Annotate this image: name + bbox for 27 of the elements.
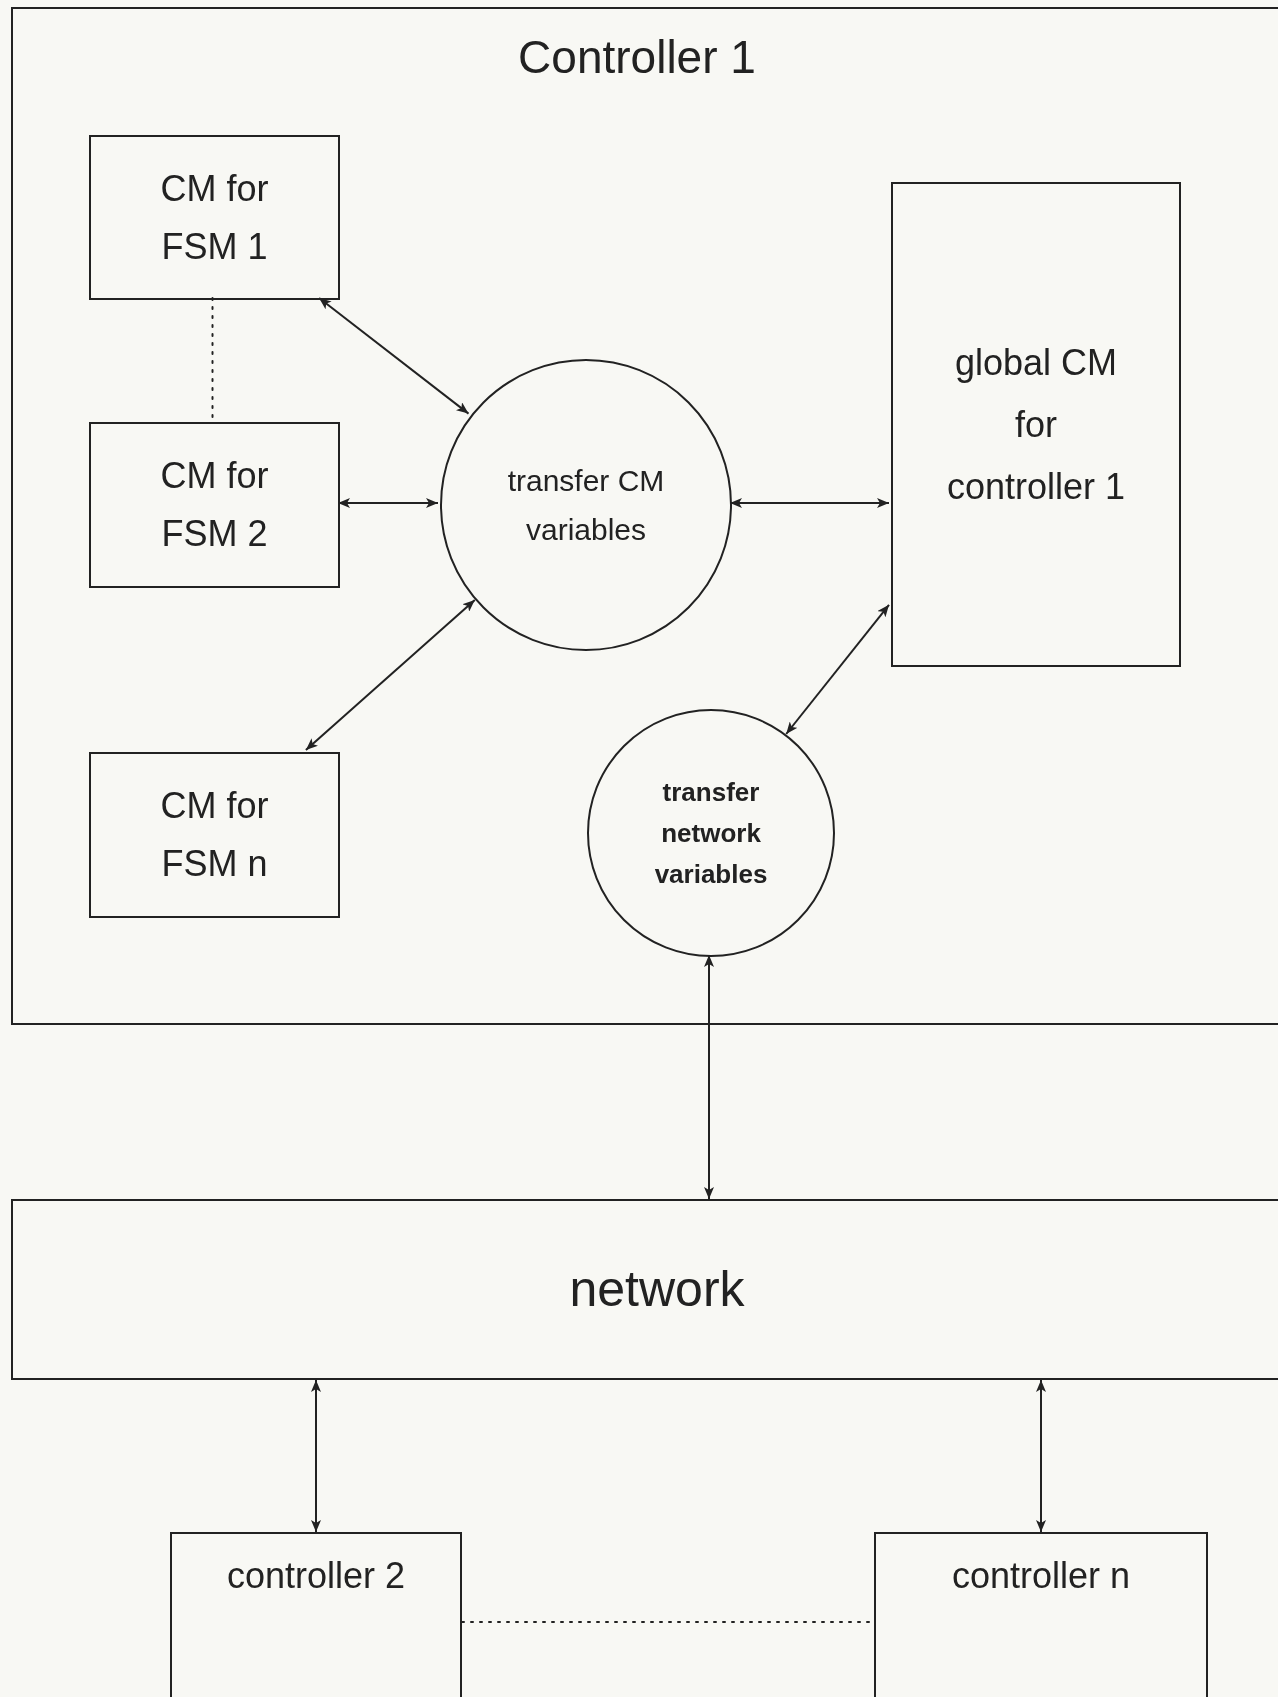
double-arrow xyxy=(318,297,470,415)
double-arrow xyxy=(1036,1379,1046,1533)
double-arrow xyxy=(785,603,890,735)
node-label: transfer CM variables xyxy=(506,463,666,548)
controller-frame xyxy=(11,7,1278,1025)
process-box xyxy=(89,752,340,918)
double-arrow xyxy=(729,498,890,508)
process-box xyxy=(170,1532,462,1697)
node-label: transfer network variables xyxy=(653,775,769,891)
process-box xyxy=(891,182,1181,667)
process-box xyxy=(89,422,340,588)
process-box xyxy=(874,1532,1208,1697)
node-label: CM for FSM 1 xyxy=(159,166,270,269)
dotted-line xyxy=(211,297,214,421)
double-arrow xyxy=(704,954,714,1200)
node-label: controller n xyxy=(951,1554,1131,1598)
double-arrow xyxy=(304,599,476,751)
process-box xyxy=(89,135,340,300)
node-label: Controller 1 xyxy=(518,30,756,85)
double-arrow xyxy=(337,498,439,508)
node-label: controller 2 xyxy=(226,1554,406,1598)
double-arrow xyxy=(311,1379,321,1533)
node-label: CM for FSM n xyxy=(159,784,270,886)
node-label: CM for FSM 2 xyxy=(159,454,270,556)
node-label: network xyxy=(569,1260,745,1319)
node-label: global CM for controller 1 xyxy=(945,340,1127,509)
network-bar xyxy=(11,1199,1278,1380)
